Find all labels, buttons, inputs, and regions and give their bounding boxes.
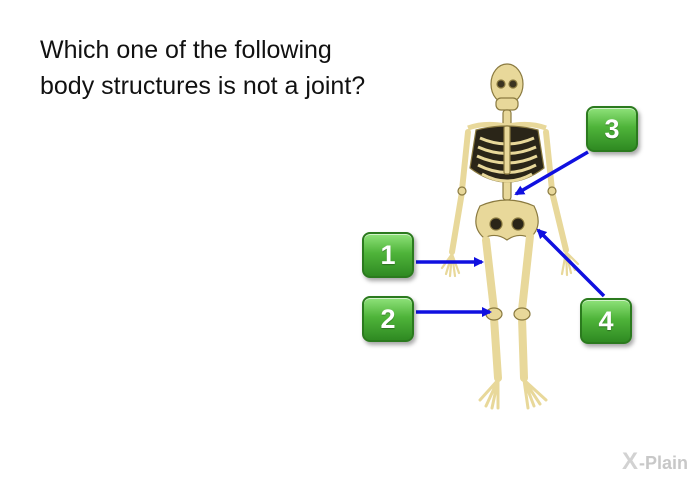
arm-lower-right <box>549 189 569 253</box>
answer-3-button[interactable]: 3 <box>586 106 638 152</box>
arm-upper-left <box>459 129 471 193</box>
jaw <box>495 97 519 111</box>
answer-1-button[interactable]: 1 <box>362 232 414 278</box>
arm-lower-left <box>449 189 465 255</box>
brand-x-icon: X <box>622 448 639 475</box>
question-line-1: Which one of the following <box>40 36 332 64</box>
answer-4-button[interactable]: 4 <box>580 298 632 344</box>
foot-left <box>478 378 500 410</box>
foot-right <box>522 378 548 410</box>
pelvis <box>475 199 539 241</box>
answer-2-button[interactable]: 2 <box>362 296 414 342</box>
arrow-3 <box>514 150 589 196</box>
question-line-2: body structures is not a joint? <box>40 72 366 100</box>
clavicle-right <box>508 121 547 131</box>
question-text: Which one of the following body structur… <box>40 32 440 104</box>
clavicle-left <box>467 121 506 131</box>
femur-left <box>482 236 498 314</box>
femur-right <box>518 232 534 314</box>
brand-text: -Plain <box>639 453 689 473</box>
arrow-4 <box>536 228 606 298</box>
knee-right <box>513 307 531 321</box>
tibia-right <box>518 314 528 382</box>
brand-logo: X-Plain <box>622 448 688 476</box>
arm-upper-right <box>543 129 555 193</box>
knee-left <box>485 307 503 321</box>
tibia-left <box>490 314 502 382</box>
hand-left <box>440 252 461 278</box>
